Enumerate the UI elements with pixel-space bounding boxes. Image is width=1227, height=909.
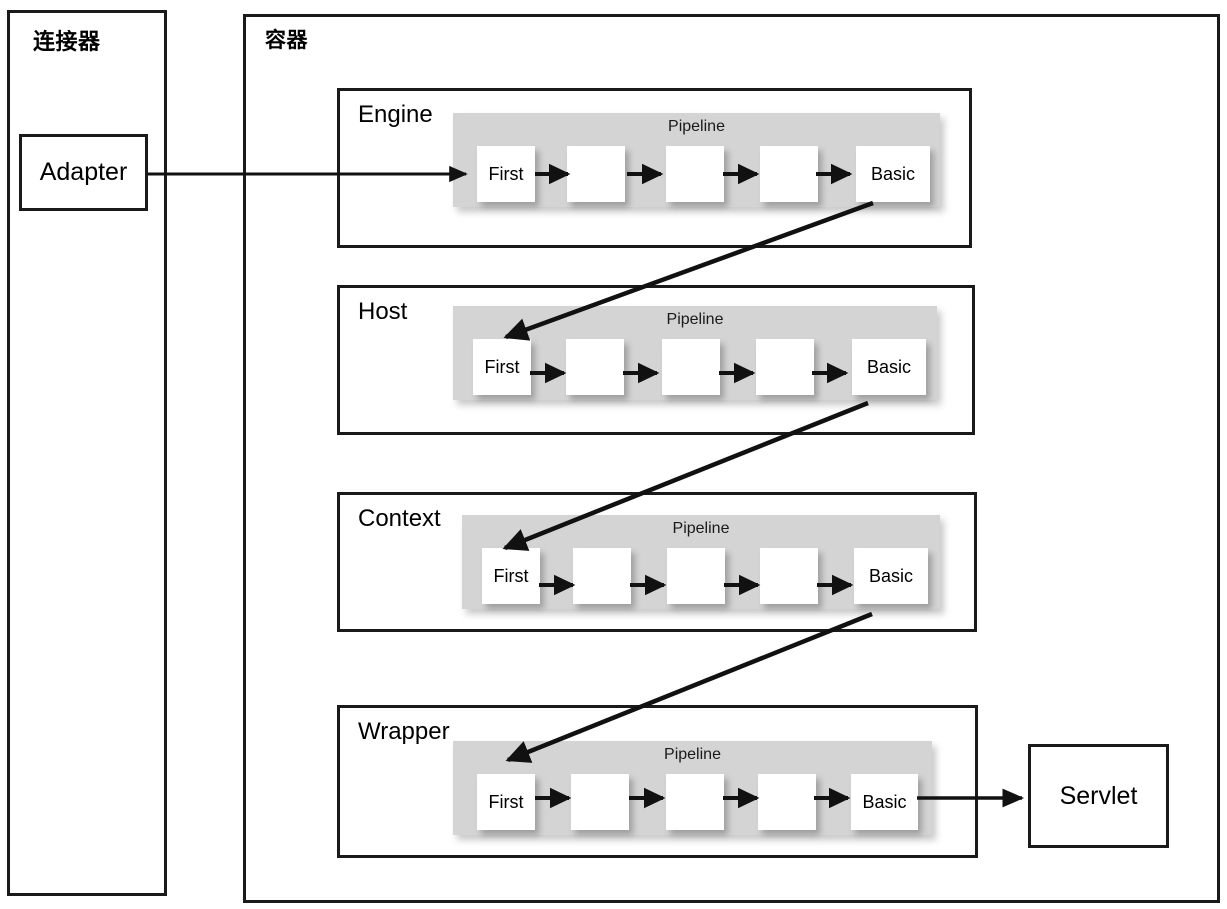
valve-label: Basic xyxy=(866,356,911,377)
tier-host: Host Pipeline First Basic xyxy=(337,285,975,435)
valve-host-first[interactable]: First xyxy=(473,339,531,395)
pipeline-context: Pipeline First Basic xyxy=(462,515,940,609)
valve-wrapper-3[interactable] xyxy=(666,774,724,830)
servlet-label: Servlet xyxy=(1059,781,1138,810)
tier-engine: Engine Pipeline First Basic xyxy=(337,88,972,248)
valve-host-4[interactable] xyxy=(756,339,814,395)
tier-engine-label: Engine xyxy=(358,101,433,128)
valve-wrapper-basic[interactable]: Basic xyxy=(851,774,918,830)
valve-engine-2[interactable] xyxy=(567,146,625,202)
container-panel-title: 容器 xyxy=(265,29,308,52)
valve-context-first[interactable]: First xyxy=(482,548,540,604)
valve-label: Basic xyxy=(868,565,913,586)
valve-context-basic[interactable]: Basic xyxy=(854,548,928,604)
tier-wrapper-label: Wrapper xyxy=(358,718,450,745)
valve-label: First xyxy=(488,791,524,812)
pipeline-engine: Pipeline First Basic xyxy=(453,113,940,207)
pipeline-context-title: Pipeline xyxy=(672,520,730,537)
pipeline-engine-title: Pipeline xyxy=(668,118,725,135)
valve-host-2[interactable] xyxy=(566,339,624,395)
valve-wrapper-first[interactable]: First xyxy=(477,774,535,830)
pipeline-wrapper: Pipeline First Basic xyxy=(453,741,932,835)
valve-wrapper-4[interactable] xyxy=(758,774,816,830)
connector-panel-title: 连接器 xyxy=(33,29,101,54)
valve-label: First xyxy=(484,356,520,377)
valve-context-4[interactable] xyxy=(760,548,818,604)
valve-label: Basic xyxy=(870,163,915,184)
servlet-box[interactable]: Servlet xyxy=(1028,744,1169,848)
valve-host-basic[interactable]: Basic xyxy=(852,339,926,395)
valve-engine-first[interactable]: First xyxy=(477,146,535,202)
tier-host-label: Host xyxy=(358,298,408,325)
valve-label: First xyxy=(488,163,524,184)
pipeline-host: Pipeline First Basic xyxy=(453,306,937,400)
valve-wrapper-2[interactable] xyxy=(571,774,629,830)
valve-context-3[interactable] xyxy=(667,548,725,604)
adapter-box[interactable]: Adapter xyxy=(19,134,148,211)
tier-context-label: Context xyxy=(358,505,441,532)
valve-label: Basic xyxy=(862,791,907,812)
tier-wrapper: Wrapper Pipeline First Basic xyxy=(337,705,978,858)
valve-engine-3[interactable] xyxy=(666,146,724,202)
pipeline-host-title: Pipeline xyxy=(666,311,724,328)
valve-label: First xyxy=(493,565,529,586)
tier-context: Context Pipeline First Basic xyxy=(337,492,977,632)
valve-context-2[interactable] xyxy=(573,548,631,604)
pipeline-wrapper-title: Pipeline xyxy=(664,746,721,763)
valve-engine-basic[interactable]: Basic xyxy=(856,146,930,202)
valve-engine-4[interactable] xyxy=(760,146,818,202)
adapter-label: Adapter xyxy=(39,158,128,186)
valve-host-3[interactable] xyxy=(662,339,720,395)
